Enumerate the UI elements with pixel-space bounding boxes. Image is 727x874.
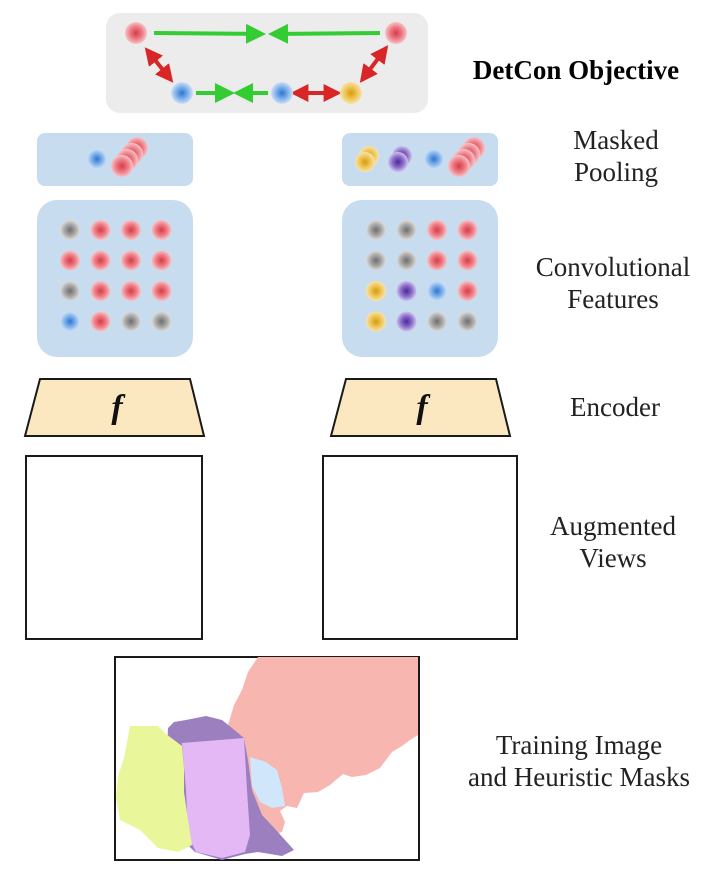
feature-cell-left-r1-c2-red [121,250,141,271]
feature-cell-left-r0-c0-gray [60,220,80,240]
feature-cell-left-r1-c0-red [60,250,80,271]
feature-cell-right-r2-c0-yellow [366,281,386,301]
pooled-red-stack-right-4 [448,155,470,177]
label-augmented-line1: Augmented [550,511,676,541]
mask-lime [116,726,192,852]
encoder-symbol-left: f [111,389,123,426]
pooled-vectors-right [355,137,485,177]
pooled-yellow-2 [355,152,375,172]
label-augmented-views: Augmented Views [528,510,698,574]
label-augmented-line2: Views [579,543,647,573]
training-image [114,656,420,861]
feature-cell-right-r3-c3-gray [457,311,478,332]
node-blue-bottom-right [271,82,293,104]
feature-cell-right-r0-c0-gray [366,220,386,240]
feature-cell-right-r2-c1-purple [396,281,417,301]
attract-arrow-top-right [268,23,381,44]
feature-cell-left-r2-c3-red [151,281,172,301]
label-conv-line1: Convolutional [535,252,691,282]
conv-grid-right [366,220,478,332]
pooled-blue [87,149,107,169]
label-conv-line2: Features [567,284,659,314]
label-training-line1: Training Image [495,730,663,760]
feature-cell-left-r2-c1-red [90,281,111,301]
pooled-red-stack-4 [111,155,133,177]
feature-cell-left-r1-c3-red [151,250,172,271]
augmented-view-right [322,455,518,640]
feature-cell-left-r3-c1-red [90,311,111,332]
conv-panel-left [37,200,193,357]
feature-cell-right-r3-c1-purple [396,311,417,332]
objective-arrows [144,23,389,103]
feature-cell-right-r0-c3-red [457,220,478,240]
label-masked-pooling: Masked Pooling [526,124,706,188]
pooled-vectors-left [87,137,148,177]
objective-panel [106,13,428,113]
mask-light-blue [250,757,285,808]
label-convolutional-features: Convolutional Features [514,251,712,315]
node-yellow-bottom [340,82,362,104]
repel-arrow-right [359,45,389,83]
encoder-left [23,378,206,437]
mask-lilac [182,738,250,858]
objective-nodes [125,22,407,104]
attract-arrow-top-left [153,23,266,44]
label-masked-pooling-line2: Pooling [573,157,659,187]
encoder-symbol-right: f [416,389,428,426]
feature-cell-right-r1-c1-gray [396,250,417,271]
feature-cell-left-r0-c2-red [121,220,141,240]
feature-cell-right-r3-c0-yellow [366,311,386,332]
node-blue-bottom-left [171,82,193,104]
pooled-blue-right [424,149,444,169]
label-training-image: Training Image and Heuristic Masks [438,729,720,793]
feature-cell-right-r1-c0-gray [366,250,386,271]
node-red-top-left [125,22,147,44]
feature-cell-left-r1-c1-red [90,250,111,271]
augmented-view-left [25,455,203,640]
feature-cell-left-r2-c0-gray [60,281,80,301]
feature-cell-right-r2-c2-blue [427,281,447,301]
feature-cell-right-r1-c2-red [427,250,447,271]
label-training-line2: and Heuristic Masks [468,762,690,792]
feature-cell-left-r0-c3-red [151,220,172,240]
label-encoder: Encoder [570,392,660,422]
feature-cell-right-r0-c2-red [427,220,447,240]
feature-cell-left-r3-c2-gray [121,311,141,332]
pooled-purple-2 [388,152,408,172]
label-masked-pooling-line1: Masked [573,125,659,155]
feature-cell-left-r3-c0-blue [60,311,80,332]
encoder-right [329,378,512,437]
feature-cell-right-r3-c2-gray [427,311,447,332]
node-red-top-right [385,22,407,44]
feature-cell-left-r3-c3-gray [151,311,172,332]
feature-cell-left-r2-c2-red [121,281,141,301]
repel-arrow-left [144,47,174,83]
feature-cell-left-r0-c1-red [90,220,111,240]
feature-cell-right-r0-c1-gray [396,220,417,240]
label-detcon-objective: DetCon Objective [472,55,680,85]
feature-cell-right-r1-c3-red [457,250,478,271]
feature-cell-right-r2-c3-red [457,281,478,301]
conv-grid-left [60,220,172,332]
